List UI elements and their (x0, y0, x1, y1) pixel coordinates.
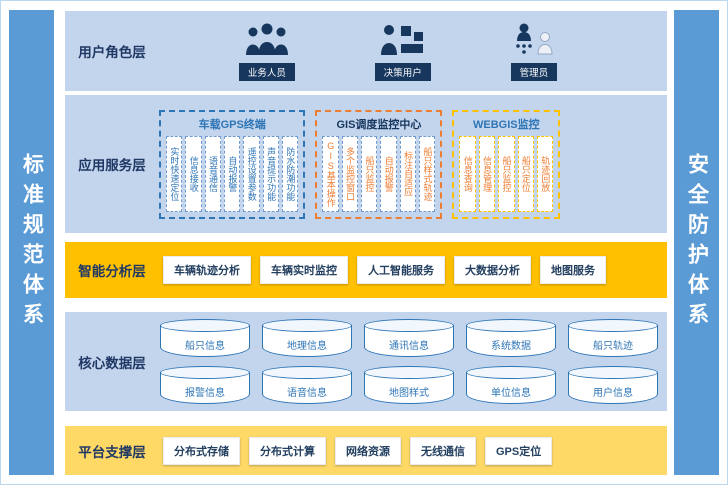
platform-layer-title: 平台支撑层 (78, 444, 146, 460)
roles-container: 业务人员 决策用户 (159, 16, 667, 87)
platform-item: GPS定位 (485, 436, 553, 465)
role-label: 管理员 (510, 62, 558, 81)
database-cylinder-icon: 地理信息 (262, 319, 352, 357)
database-grid: 船只信息 地理信息 通讯信息 系统数据 船只轨迹 报警信息 (159, 312, 667, 411)
group-webgis-monitor: WEBGIS监控 信息查询 信息管理 船只监控 船只定位 轨迹回放 (452, 109, 561, 219)
database-label: 地图样式 (389, 388, 429, 399)
analysis-item: 大数据分析 (454, 256, 531, 284)
analysis-items: 车辆轨迹分析 车辆实时监控 人工智能服务 大数据分析 地图服务 (159, 256, 667, 284)
service-groups: 车载GPS终端 实时快速定位 信息接收 语音通信 自动报警 遥控设置参数 声音提… (159, 104, 667, 225)
service-item: 船只定位 (517, 135, 534, 212)
database-cylinder-icon: 船只轨迹 (568, 319, 658, 357)
analysis-item: 车辆实时监控 (260, 256, 348, 284)
service-item: 遥控设置参数 (243, 135, 260, 212)
service-item: 信息管理 (478, 135, 496, 212)
database-label: 地理信息 (287, 341, 327, 352)
service-item: GIS基本操作 (322, 135, 339, 212)
group-title: 车载GPS终端 (198, 118, 266, 131)
service-item: 防水防潮功能 (282, 135, 299, 212)
platform-item: 无线通信 (410, 436, 476, 465)
right-pillar-label: 安全防护体系 (685, 152, 709, 333)
database-label: 语音信息 (287, 388, 327, 399)
database-cylinder-icon: 地图样式 (364, 366, 454, 404)
database-label: 船只信息 (185, 341, 225, 352)
analysis-item: 地图服务 (540, 256, 606, 284)
group-items: 实时快速定位 信息接收 语音通信 自动报警 遥控设置参数 声音提示功能 防水防潮… (166, 135, 299, 212)
analysis-item: 人工智能服务 (357, 256, 445, 284)
database-label: 单位信息 (491, 388, 531, 399)
layer-user-role: 用户角色层 业务人员 (65, 11, 667, 91)
left-pillar: 标准规范体系 (9, 10, 54, 475)
app-service-layer-title: 应用服务层 (78, 158, 146, 173)
platform-item: 分布式计算 (249, 436, 326, 465)
group-title: GIS调度监控中心 (336, 118, 422, 131)
role-label: 决策用户 (374, 62, 431, 81)
service-item: 信息查询 (459, 135, 476, 212)
people-group-icon (243, 22, 291, 60)
platform-item: 网络资源 (335, 436, 401, 465)
group-title: WEBGIS监控 (473, 118, 540, 131)
person-chart-icon (380, 22, 426, 60)
role-decision-user: 决策用户 (374, 22, 431, 81)
database-label: 通讯信息 (389, 341, 429, 352)
platform-item: 分布式存储 (163, 436, 240, 465)
user-role-layer-title: 用户角色层 (78, 45, 146, 60)
service-item: 信息接收 (185, 135, 202, 212)
analysis-layer-title: 智能分析层 (78, 264, 146, 279)
service-item: 船只监控 (361, 135, 378, 212)
service-item: 语音通信 (204, 135, 222, 212)
database-cylinder-icon: 系统数据 (466, 319, 556, 357)
database-cylinder-icon: 船只信息 (160, 319, 250, 357)
left-pillar-label: 标准规范体系 (20, 152, 44, 333)
database-label: 船只轨迹 (593, 341, 633, 352)
service-item: 实时快速定位 (166, 135, 183, 212)
data-layer-title: 核心数据层 (78, 355, 146, 371)
service-item: 声音提示功能 (262, 135, 280, 212)
database-cylinder-icon: 用户信息 (568, 366, 658, 404)
analysis-item: 车辆轨迹分析 (163, 256, 251, 284)
database-cylinder-icon: 报警信息 (160, 366, 250, 404)
service-item: 自动报警 (224, 135, 241, 212)
right-pillar: 安全防护体系 (674, 10, 719, 475)
service-item: 标注自适应 (399, 135, 417, 212)
layer-core-data: 核心数据层 船只信息 地理信息 通讯信息 系统数据 船只轨迹 (65, 312, 667, 411)
layer-platform-support: 平台支撑层 分布式存储 分布式计算 网络资源 无线通信 GPS定位 (65, 426, 667, 475)
layer-app-service: 应用服务层 车载GPS终端 实时快速定位 信息接收 语音通信 自动报警 遥控设置… (65, 95, 667, 233)
layer-analysis: 智能分析层 车辆轨迹分析 车辆实时监控 人工智能服务 大数据分析 地图服务 (65, 242, 667, 298)
platform-items: 分布式存储 分布式计算 网络资源 无线通信 GPS定位 (159, 436, 667, 465)
role-administrator: 管理员 (510, 22, 558, 81)
group-vehicle-gps-terminal: 车载GPS终端 实时快速定位 信息接收 语音通信 自动报警 遥控设置参数 声音提… (159, 109, 306, 219)
service-item: 自动报警 (380, 135, 397, 212)
database-label: 系统数据 (491, 341, 531, 352)
service-item: 多个监控窗口 (341, 135, 359, 212)
org-admin-icon (512, 22, 556, 60)
service-item: 船只样式轨迹 (419, 135, 436, 212)
group-items: GIS基本操作 多个监控窗口 船只监控 自动报警 标注自适应 船只样式轨迹 (322, 135, 436, 212)
database-label: 报警信息 (185, 388, 225, 399)
role-business-staff: 业务人员 (238, 22, 295, 81)
database-label: 用户信息 (593, 388, 633, 399)
group-gis-dispatch-center: GIS调度监控中心 GIS基本操作 多个监控窗口 船只监控 自动报警 标注自适应… (315, 109, 443, 219)
service-item: 船只监控 (498, 135, 515, 212)
role-label: 业务人员 (238, 62, 295, 81)
service-item: 轨迹回放 (536, 135, 554, 212)
database-cylinder-icon: 语音信息 (262, 366, 352, 404)
database-cylinder-icon: 单位信息 (466, 366, 556, 404)
database-cylinder-icon: 通讯信息 (364, 319, 454, 357)
group-items: 信息查询 信息管理 船只监控 船只定位 轨迹回放 (459, 135, 554, 212)
